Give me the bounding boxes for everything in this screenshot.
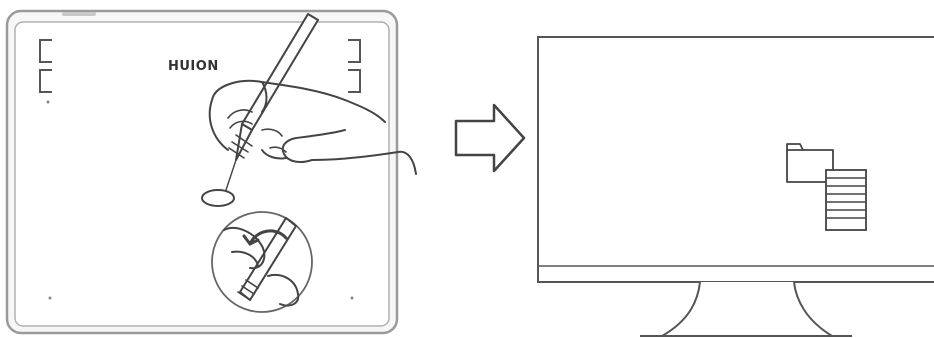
folder-tab [786, 143, 804, 151]
express-key-left-2[interactable] [39, 69, 52, 93]
pen-tip [235, 123, 253, 161]
monitor-screen [537, 36, 934, 283]
document-icon [825, 169, 867, 231]
pen-detail-grip [237, 279, 259, 301]
working-area-marker-top-left [46, 100, 50, 104]
express-key-right-1[interactable] [348, 39, 361, 63]
finger-lines [227, 109, 287, 153]
rotate-arrow-icon [248, 229, 288, 246]
rotate-arrow-head [242, 234, 260, 246]
working-area-marker-bottom-left [48, 296, 52, 300]
arrow-shape [454, 103, 526, 173]
pen-tap-point [201, 189, 235, 207]
tablet-indicator-light [62, 12, 96, 16]
finger-pressing [223, 227, 300, 307]
monitor-stand [658, 281, 836, 337]
brand-logo: HUION [168, 59, 219, 74]
folder-body [786, 149, 834, 183]
folder-icon [786, 143, 834, 183]
side-button-detail [211, 211, 313, 313]
computer-monitor [537, 36, 934, 337]
tap-motion-line [225, 159, 237, 191]
pen-grip [228, 134, 253, 159]
express-key-left-1[interactable] [39, 39, 52, 63]
hand-outline [208, 80, 417, 175]
right-arrow-icon [454, 103, 526, 173]
graphics-tablet: HUION [5, 9, 417, 335]
hand-with-pen-tap [201, 13, 417, 207]
working-area-marker-bottom-right [350, 296, 354, 300]
express-key-right-2[interactable] [348, 69, 361, 93]
document-body [825, 169, 867, 231]
